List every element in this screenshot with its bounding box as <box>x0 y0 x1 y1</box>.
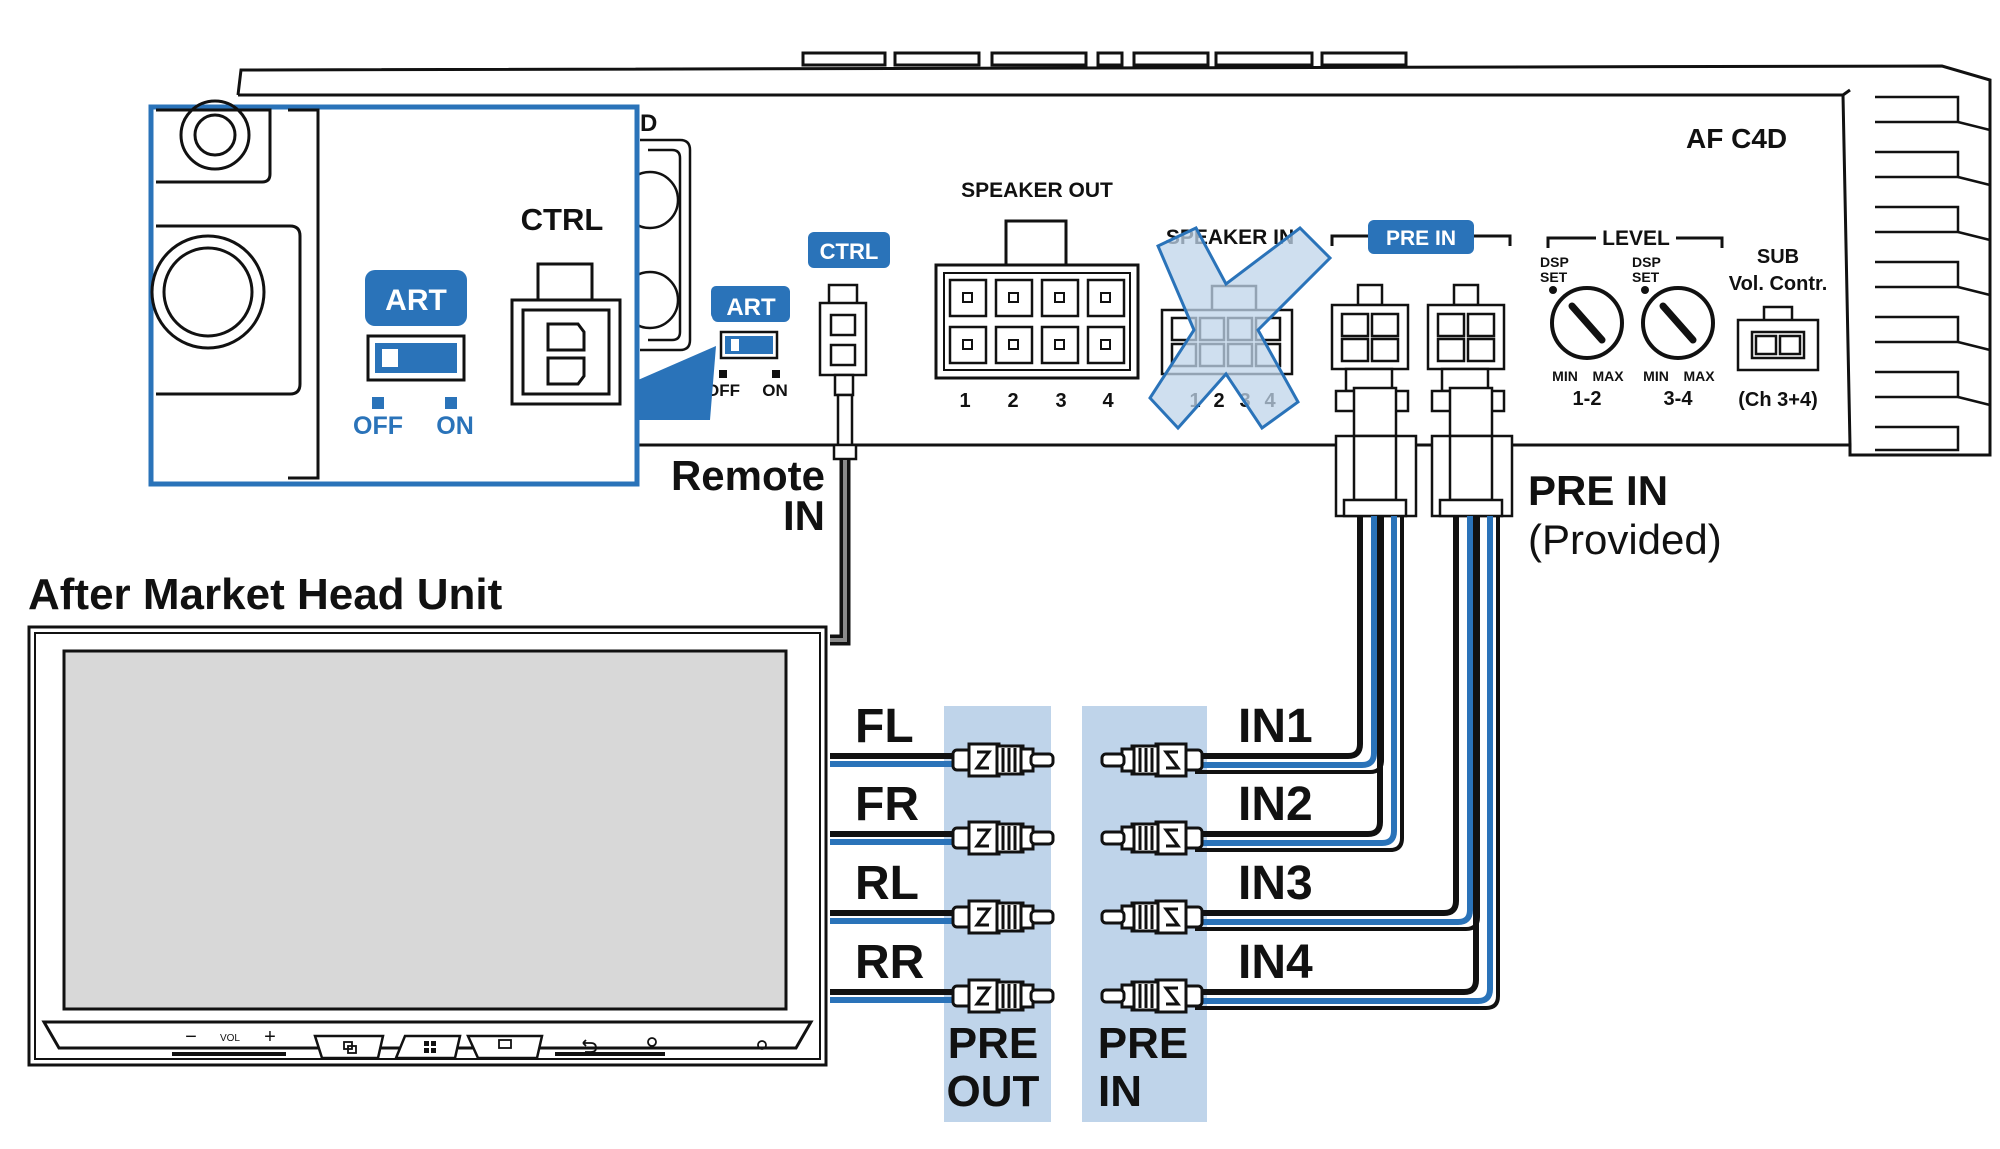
pre-in-rca-plug-1[interactable] <box>1100 742 1204 778</box>
speaker-out-pin-2: 2 <box>1007 390 1018 412</box>
channel-out-label-2: FR <box>855 778 919 831</box>
speaker-out-pin-4: 4 <box>1102 390 1114 412</box>
knob1-channels: 1-2 <box>1573 388 1602 410</box>
grid-icon <box>424 1041 436 1053</box>
knob1-max: MAX <box>1592 368 1624 384</box>
pre-in-label-2: IN <box>1098 1067 1142 1116</box>
in-wire-outline-1 <box>1195 516 1404 852</box>
level-knob-1-2[interactable] <box>1549 286 1624 360</box>
amp-art-on: ON <box>762 381 788 400</box>
sub-subtitle: Vol. Contr. <box>1729 273 1828 295</box>
pre-in-rca-plug-2[interactable] <box>1100 820 1204 856</box>
amp-ctrl-label: CTRL <box>820 239 879 264</box>
power-icon[interactable] <box>757 1040 767 1050</box>
pre-in-label-1: PRE <box>1098 1019 1188 1068</box>
screen-icon <box>498 1039 512 1049</box>
in-wire-outline-3 <box>1195 516 1500 1010</box>
amp-partial-label: D <box>640 110 657 137</box>
level-label: LEVEL <box>1602 227 1670 250</box>
in-wire-blue-0 <box>1195 516 1377 768</box>
back-icon[interactable] <box>582 1039 597 1053</box>
pre-in-bracket <box>1330 234 1512 246</box>
knob1-set: SET <box>1540 269 1568 285</box>
amp-art-off: OFF <box>706 381 740 400</box>
pre-in-badge <box>1368 220 1474 254</box>
in-wire-blue-2 <box>1195 516 1473 925</box>
channel-out-label-1: FL <box>855 700 914 753</box>
sub-channels: (Ch 3+4) <box>1738 389 1817 411</box>
mic-icon[interactable] <box>647 1037 657 1047</box>
sub-title: SUB <box>1757 246 1799 268</box>
level-knob-3-4[interactable] <box>1641 286 1715 360</box>
knob2-dsp: DSP <box>1632 254 1661 270</box>
head-unit-icons <box>343 1037 767 1054</box>
speaker-out-pin-1: 1 <box>959 390 970 412</box>
head-unit-screen <box>62 649 788 1011</box>
pre-out-label-1: PRE <box>948 1019 1038 1068</box>
channel-in-label-1: IN1 <box>1238 700 1313 753</box>
pre-out-rca-plug-4[interactable] <box>951 978 1055 1014</box>
sub-vol-port[interactable] <box>1736 305 1820 372</box>
level-bracket <box>1546 236 1724 248</box>
head-unit-buttons <box>313 1034 544 1060</box>
inset-art-on: ON <box>436 412 474 440</box>
in-wire-0 <box>1195 516 1363 759</box>
remote-in-line1: Remote <box>671 452 825 499</box>
knob2-set: SET <box>1632 269 1660 285</box>
vol-plus-icon[interactable]: + <box>264 1026 276 1048</box>
channel-in-label-3: IN3 <box>1238 857 1313 910</box>
pre-in-badge-label: PRE IN <box>1386 227 1456 250</box>
amplifier <box>236 51 1992 457</box>
pre-in-provided-note: (Provided) <box>1528 516 1722 563</box>
in-wire-2 <box>1195 516 1459 916</box>
inset-ctrl-label: CTRL <box>521 202 604 237</box>
knob1-dsp: DSP <box>1540 254 1569 270</box>
crossed-out-icon <box>1148 226 1333 431</box>
channel-out-label-3: RL <box>855 857 919 910</box>
home-button[interactable] <box>394 1034 462 1060</box>
speaker-out-label: SPEAKER OUT <box>961 179 1113 202</box>
knob2-max: MAX <box>1683 368 1715 384</box>
pre-in-rca-plug-4[interactable] <box>1100 978 1204 1014</box>
channel-in-label-2: IN2 <box>1238 778 1313 831</box>
in-wire-blue-3 <box>1195 516 1493 1004</box>
pre-out-rca-plug-3[interactable] <box>951 899 1055 935</box>
pre-out-label-2: OUT <box>947 1067 1040 1116</box>
knob2-channels: 3-4 <box>1664 388 1694 410</box>
remote-wire <box>830 460 851 646</box>
pre-out-rca-plug-1[interactable] <box>951 742 1055 778</box>
head-unit-title: After Market Head Unit <box>28 570 503 619</box>
in-wire-3 <box>1195 516 1479 995</box>
amp-ctrl-port[interactable] <box>808 232 890 461</box>
display-button[interactable] <box>466 1034 544 1060</box>
channel-out-label-4: RR <box>855 936 924 989</box>
in-wire-1 <box>1195 516 1383 837</box>
amp-art-text: ART <box>726 294 776 321</box>
vol-minus-icon[interactable]: − <box>185 1026 197 1048</box>
pre-out-rca-plug-2[interactable] <box>951 820 1055 856</box>
speaker-out-pin-3: 3 <box>1055 390 1066 412</box>
inset-art-label: ART <box>385 284 447 317</box>
pre-in-port-1[interactable] <box>1330 283 1418 518</box>
channel-in-label-4: IN4 <box>1238 936 1313 989</box>
amp-art-switch[interactable]: ART <box>711 286 790 378</box>
pre-in-provided-title: PRE IN <box>1528 467 1668 514</box>
head-unit <box>27 625 828 1067</box>
in-wire-blue-1 <box>1195 516 1397 846</box>
vol-label: VOL <box>220 1033 240 1044</box>
source-button[interactable] <box>313 1034 385 1060</box>
inset-art-off: OFF <box>353 412 403 440</box>
speaker-in-pin-2: 2 <box>1213 390 1224 412</box>
knob1-min: MIN <box>1552 368 1578 384</box>
art-switch-inset <box>148 99 716 487</box>
remote-in-line2: IN <box>783 492 825 539</box>
pre-in-port-2[interactable] <box>1426 283 1514 518</box>
knob2-min: MIN <box>1643 368 1669 384</box>
pre-in-rca-plug-3[interactable] <box>1100 899 1204 935</box>
speaker-out-connector[interactable] <box>934 219 1140 380</box>
amp-model: AF C4D <box>1686 123 1787 154</box>
